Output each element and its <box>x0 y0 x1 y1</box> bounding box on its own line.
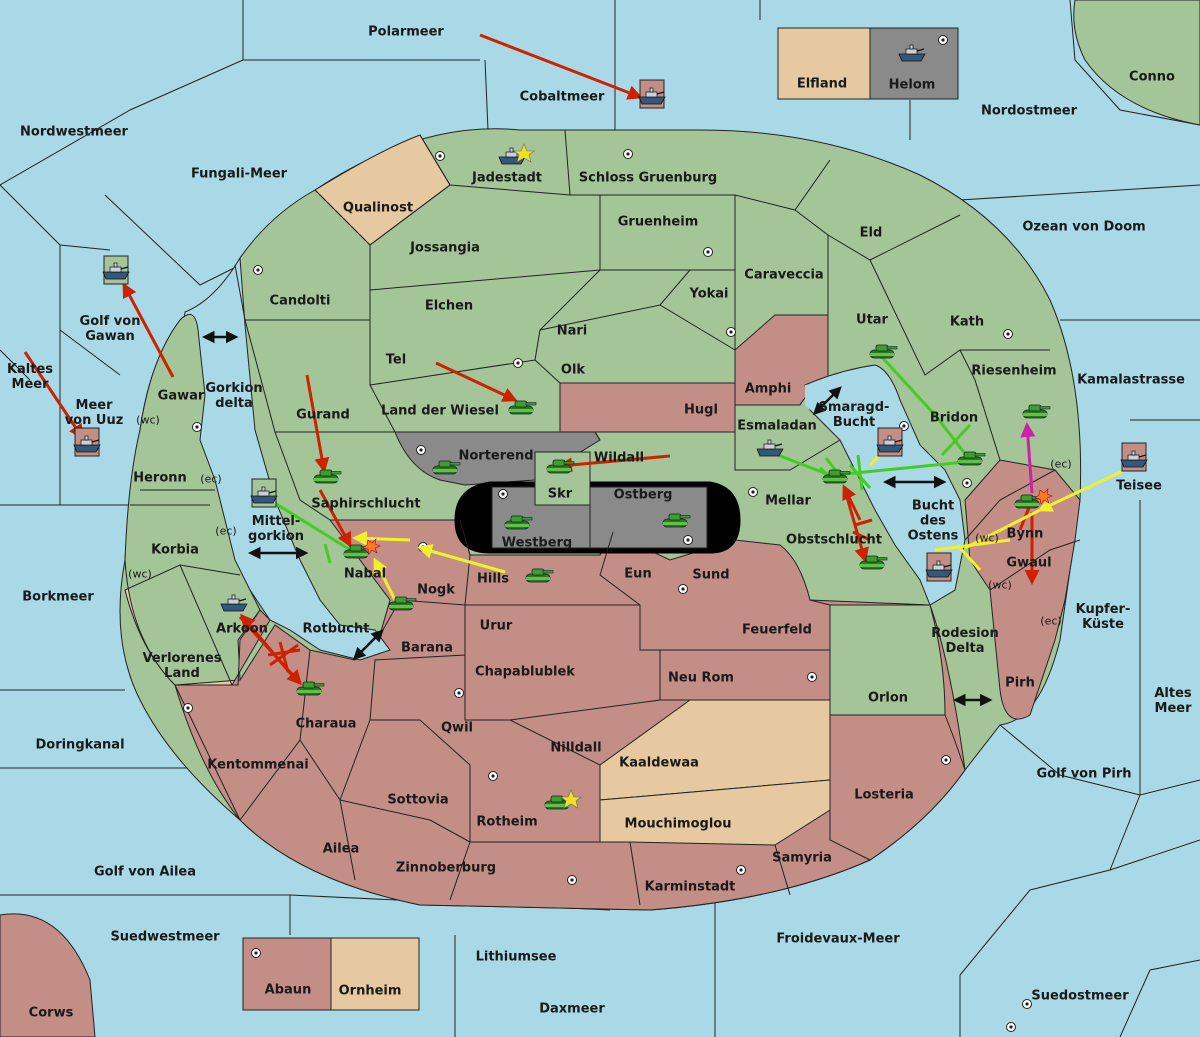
yellow-orders <box>352 453 1126 601</box>
fleets <box>73 44 1148 612</box>
link-arrows <box>202 330 993 707</box>
red-orders <box>23 33 1040 686</box>
magenta-orders <box>1020 422 1036 494</box>
province-borders <box>124 129 1081 906</box>
